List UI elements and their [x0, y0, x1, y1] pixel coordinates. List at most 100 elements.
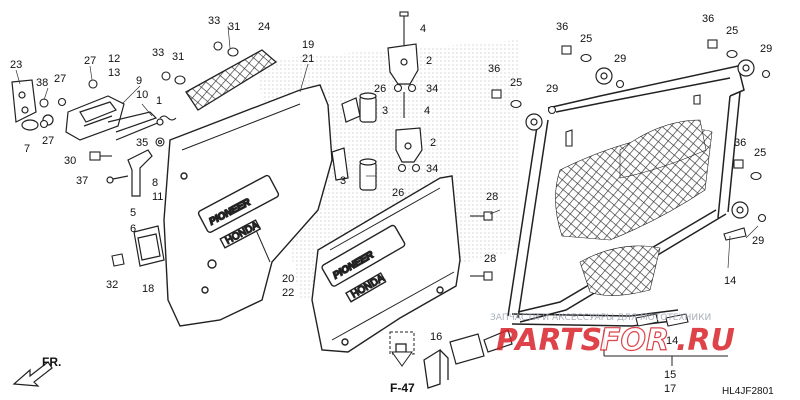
callout-24: 24	[258, 21, 270, 33]
washer-26-34-top	[393, 83, 417, 118]
hinge-2-bottom	[395, 127, 423, 163]
bolts-28	[470, 211, 493, 281]
callout-8: 8	[152, 177, 158, 189]
callout-15: 15	[664, 369, 676, 381]
callout-33a: 33	[208, 15, 220, 27]
callout-29d: 29	[752, 235, 764, 247]
latch-assembly-12-13	[65, 95, 125, 141]
callout-7: 7	[24, 143, 30, 155]
callout-5: 5	[130, 207, 136, 219]
callout-bracket-15-17	[603, 330, 728, 366]
link-rod-9-10	[107, 111, 164, 141]
callout-36d: 36	[734, 137, 746, 149]
callout-9: 9	[136, 75, 142, 87]
bolt-35	[155, 137, 165, 147]
callout-2a: 2	[426, 55, 432, 67]
callout-36c: 36	[702, 13, 714, 25]
callout-20: 20	[282, 273, 294, 285]
callout-1: 1	[156, 95, 162, 107]
callout-28a: 28	[486, 191, 498, 203]
clip-32	[111, 253, 125, 267]
frame-bolts-36-25	[491, 39, 762, 181]
watermark-brand-part1: PARTS	[496, 323, 602, 358]
callout-11: 11	[152, 191, 163, 203]
callout-26b: 26	[392, 187, 404, 199]
callout-3a: 3	[382, 105, 388, 117]
bolt-30	[89, 151, 112, 161]
callout-36b: 36	[556, 21, 568, 33]
callout-labels: 23 38 27 7 27 27 12 13 9 10 1 33 31 24 3…	[10, 13, 772, 395]
callout-19: 19	[302, 39, 314, 51]
spring-1	[159, 115, 177, 121]
callout-14a: 14	[724, 275, 736, 287]
bracket-8	[106, 149, 153, 197]
front-direction-arrow: FR.	[12, 355, 61, 387]
callout-4a: 4	[420, 23, 426, 35]
leader-lines	[15, 25, 759, 269]
callout-22: 22	[282, 287, 294, 299]
callout-25d: 25	[754, 147, 766, 159]
hinge-2-top	[387, 43, 419, 85]
hinge-bracket-23	[11, 79, 37, 123]
callout-27c: 27	[84, 55, 96, 67]
callout-23: 23	[10, 59, 22, 71]
callout-32: 32	[106, 279, 118, 291]
callout-35: 35	[136, 137, 148, 149]
watermark: ЗАПЧАСТИ И АКСЕССУАРЫ ДЛЯ МОТОТЕХНИКИ PA…	[490, 313, 735, 359]
callout-12: 12	[108, 53, 120, 65]
front-direction-label: FR.	[42, 355, 61, 369]
reference-box-f47	[389, 331, 415, 367]
callout-26a: 26	[374, 83, 386, 95]
callout-34a: 34	[426, 83, 438, 95]
screws-33-31	[161, 41, 239, 85]
callout-36a: 36	[488, 63, 500, 75]
washer-26-34-bottom	[397, 163, 421, 173]
frame-mounts	[525, 59, 755, 219]
cover-panel-24	[185, 49, 278, 111]
callout-25b: 25	[580, 33, 592, 45]
callout-31a: 31	[228, 21, 240, 33]
callout-31b: 31	[172, 51, 184, 63]
callout-30: 30	[64, 155, 76, 167]
callout-21: 21	[302, 53, 314, 65]
callout-2b: 2	[430, 137, 436, 149]
seal-plate-6	[133, 225, 165, 267]
frame-nuts-29	[547, 69, 771, 223]
watermark-tagline: ЗАПЧАСТИ И АКСЕССУАРЫ ДЛЯ МОТОТЕХНИКИ	[490, 313, 711, 323]
callout-25a: 25	[510, 77, 522, 89]
diagram-code: HL4JF2801	[722, 386, 774, 397]
watermark-brand-part3: .RU	[676, 323, 735, 358]
buckle-strap	[449, 329, 513, 365]
callout-25c: 25	[726, 25, 738, 37]
inner-door-panel: PIONEER HONDA	[163, 84, 333, 327]
callout-14b: 14	[666, 335, 678, 347]
net-frame	[507, 65, 745, 327]
callout-6: 6	[130, 223, 136, 235]
callout-27a: 27	[54, 73, 66, 85]
callout-37: 37	[76, 175, 88, 187]
watermark-brand-part2: FOR	[600, 323, 669, 358]
callout-29a: 29	[546, 83, 558, 95]
callout-4b: 4	[424, 105, 430, 117]
callout-29b: 29	[614, 53, 626, 65]
reference-label: F-47	[390, 381, 415, 395]
callout-3b: 3	[340, 175, 346, 187]
callout-33b: 33	[152, 47, 164, 59]
callout-13: 13	[108, 67, 120, 79]
frame-tabs	[565, 94, 747, 327]
callout-38: 38	[36, 77, 48, 89]
hinge-bolt-4-top	[399, 11, 409, 46]
outer-door-panel: PIONEER HONDA	[311, 175, 461, 353]
callout-27b: 27	[42, 135, 54, 147]
callout-28b: 28	[484, 253, 496, 265]
bumper-3-top	[341, 92, 377, 123]
callout-17: 17	[664, 383, 676, 395]
callout-16: 16	[430, 331, 442, 343]
callout-10: 10	[136, 89, 148, 101]
callout-34b: 34	[426, 163, 438, 175]
callout-18: 18	[142, 283, 154, 295]
net-mesh	[555, 119, 713, 296]
callout-29c: 29	[760, 43, 772, 55]
